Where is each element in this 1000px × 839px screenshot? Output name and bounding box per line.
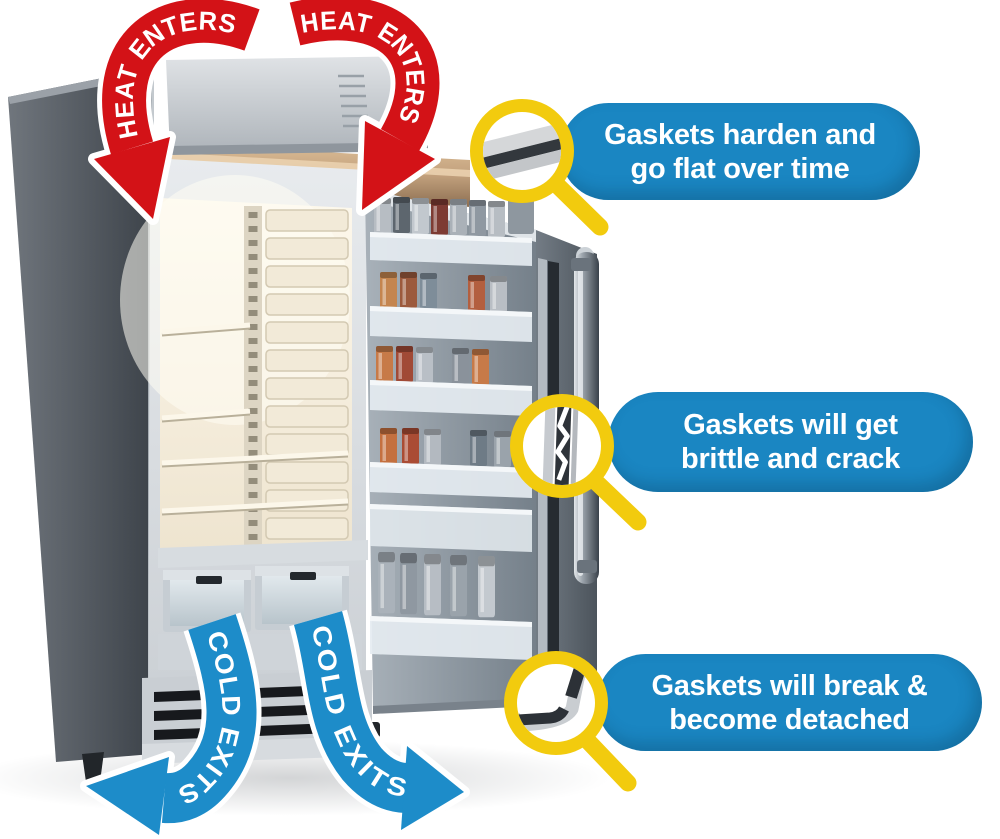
callout-pill-gaskets-flat: Gaskets harden and go flat over time (560, 103, 920, 200)
compressor-vent-lines (338, 74, 369, 128)
drawer-handle (290, 572, 316, 580)
cold-arrow-right: COLD EXITS (289, 609, 470, 836)
door-bin-cans (374, 196, 534, 237)
callout-pill-gaskets-detach: Gaskets will break & become detached (597, 654, 982, 751)
callout-text-line: Gaskets will get (683, 409, 898, 441)
callout-text-line: brittle and crack (681, 443, 900, 475)
fridge-door (365, 188, 599, 722)
door-handle (571, 247, 599, 584)
fridge-foot (82, 752, 104, 782)
callout-text-line: Gaskets will break & (651, 669, 928, 702)
callout-text-line: Gaskets harden and (604, 118, 876, 151)
callout-pill-gaskets-crack: Gaskets will get brittle and crack (608, 392, 973, 492)
callout-text-line: become detached (669, 703, 910, 736)
door-gasket-strip (548, 261, 559, 714)
door-bin-cans (376, 346, 489, 385)
fridge-interior (120, 175, 368, 568)
drawer-handle (196, 576, 222, 584)
callout-text-line: go flat over time (630, 152, 850, 185)
wire-shelves (161, 322, 349, 516)
